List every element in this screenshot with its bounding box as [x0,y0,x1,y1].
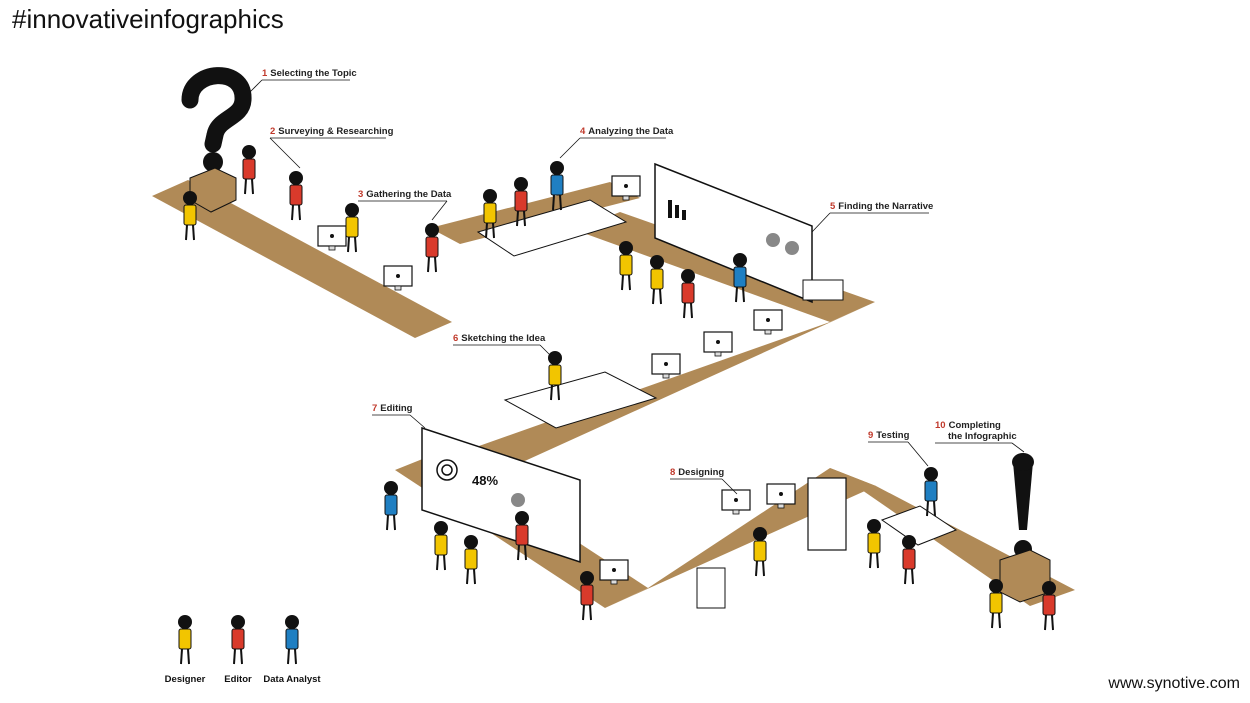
desk-top-row [152,180,452,338]
legend-label: Data Analyst [263,674,321,685]
person-designer [866,518,882,569]
data-analyst-figure-icon [284,614,300,665]
step-number: 10 [935,420,946,431]
legend-item-designer: Designer [165,614,206,685]
step-text: Sketching the Idea [461,333,546,344]
legend-item-data-analyst: Data Analyst [263,614,321,685]
monitor-icon [703,331,733,357]
sketch-table-board [503,371,658,429]
person-analyst [383,480,399,531]
person-editor [680,268,696,319]
person-editor [288,170,304,221]
step-text: Designing [678,467,724,478]
step-number: 3 [358,189,363,200]
person-editor [241,144,257,195]
monitor-icon [599,559,629,585]
step-number: 6 [453,333,458,344]
narrative-board [654,162,813,304]
person-designer [649,254,665,305]
step-text-line2: the Infographic [948,431,1017,442]
step-text: Surveying & Researching [278,126,393,137]
step-number: 5 [830,201,836,212]
drawer-cabinet [696,567,726,609]
person-analyst [923,466,939,517]
person-editor [1041,580,1057,631]
step-text: Analyzing the Data [588,126,674,137]
exclamation-mark-icon [1012,453,1034,558]
step-number: 4 [580,126,586,137]
desk-analysis-top [430,182,640,244]
step-number: 8 [670,467,675,478]
monitor-icon [766,483,796,509]
person-designer [988,578,1004,629]
analysis-table-board [476,199,628,257]
monitor-icon [753,309,783,335]
question-mark-icon [181,67,252,172]
person-editor [901,534,917,585]
person-analyst [732,252,748,303]
step-text: Gathering the Data [366,189,452,200]
person-designer [344,202,360,253]
file-stack [802,279,844,301]
legend-label: Editor [224,674,252,685]
desk-middle-row [462,302,875,470]
monitor-icon [383,265,413,291]
designer-figure-icon [177,614,193,665]
person-designer [752,526,768,577]
editor-figure-icon [230,614,246,665]
step-number: 2 [270,126,275,137]
monitor-icon [721,489,751,515]
website-url: www.synotive.com [1108,675,1240,692]
step-text: Testing [876,430,909,441]
hashtag-title: #innovativeinfographics [12,4,284,34]
infographic-box [999,549,1051,603]
legend: Designer Editor Data Analyst [165,614,321,685]
person-editor [424,222,440,273]
editing-board: 48% [421,426,581,564]
person-designer [618,240,634,291]
person-designer [463,534,479,585]
step-text: Finding the Narrative [838,201,933,212]
step-number: 7 [372,403,377,414]
person-editor [579,570,595,621]
person-designer [182,190,198,241]
monitor-icon [317,225,347,251]
monitor-icon [611,175,641,201]
legend-label: Designer [165,674,206,685]
percent-figure: 48% [472,473,498,488]
step-text: Editing [380,403,412,414]
step-number: 1 [262,68,268,79]
step-text: Selecting the Topic [270,68,356,79]
monitor-icon [651,353,681,379]
person-designer [433,520,449,571]
legend-item-editor: Editor [224,614,252,685]
step-number: 9 [868,430,873,441]
step-text: Completing [949,420,1001,431]
bookshelf [807,477,847,551]
